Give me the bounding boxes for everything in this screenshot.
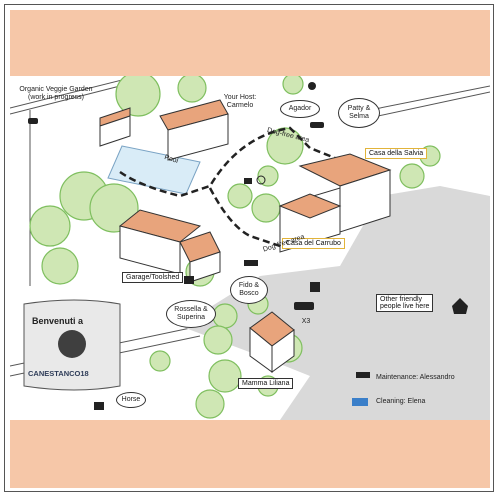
brand-text: CANESTANCO18 — [28, 369, 89, 378]
label-garage: Garage/Toolshed — [122, 272, 184, 283]
road — [180, 186, 490, 420]
lightbulb-icon — [256, 175, 266, 185]
cat-icon — [184, 276, 194, 284]
label-horse: Horse — [116, 392, 146, 408]
label-rossella: Rossella &Superina — [166, 300, 216, 328]
top-band — [10, 10, 490, 76]
label-host: Your Host:Carmelo — [223, 94, 257, 110]
dog-icon — [244, 260, 258, 266]
tree-logo-icon — [58, 330, 86, 358]
trash-bin-icon — [310, 282, 320, 292]
map-canvas — [10, 76, 490, 420]
tools-icon — [356, 372, 370, 378]
buildings — [99, 99, 392, 373]
label-casa-salvia: Casa della Salvia — [365, 148, 428, 159]
label-cleaning: Cleaning: Elena — [376, 398, 426, 405]
label-mamma: Mamma Liliana — [238, 378, 294, 389]
faucet-icon — [244, 178, 252, 184]
label-casa-carrubo: Casa del Carrubo — [282, 238, 345, 249]
label-agador: Agador — [280, 100, 320, 118]
label-veggie-garden: Organic Veggie Garden(work in progress) — [19, 86, 93, 102]
watering-can-icon — [28, 118, 38, 124]
horse-icon — [94, 402, 104, 410]
label-maintenance: Maintenance: Alessandro — [376, 374, 455, 381]
bottom-band — [10, 420, 490, 488]
dog-free-boundaries — [119, 126, 351, 248]
map-icons — [28, 82, 468, 410]
label-x3: X3 — [301, 318, 311, 325]
cat-icon — [308, 82, 316, 90]
dog-icon — [310, 122, 324, 128]
house-icon — [452, 298, 468, 314]
label-fido-bosco: Fido &Bosco — [230, 276, 268, 304]
label-patty-selma: Patty &Selma — [338, 98, 380, 128]
welcome-sign — [23, 299, 121, 391]
welcome-text: Benvenuti a — [32, 316, 84, 326]
cleaning-icon — [352, 398, 368, 406]
car-icon — [294, 302, 314, 310]
